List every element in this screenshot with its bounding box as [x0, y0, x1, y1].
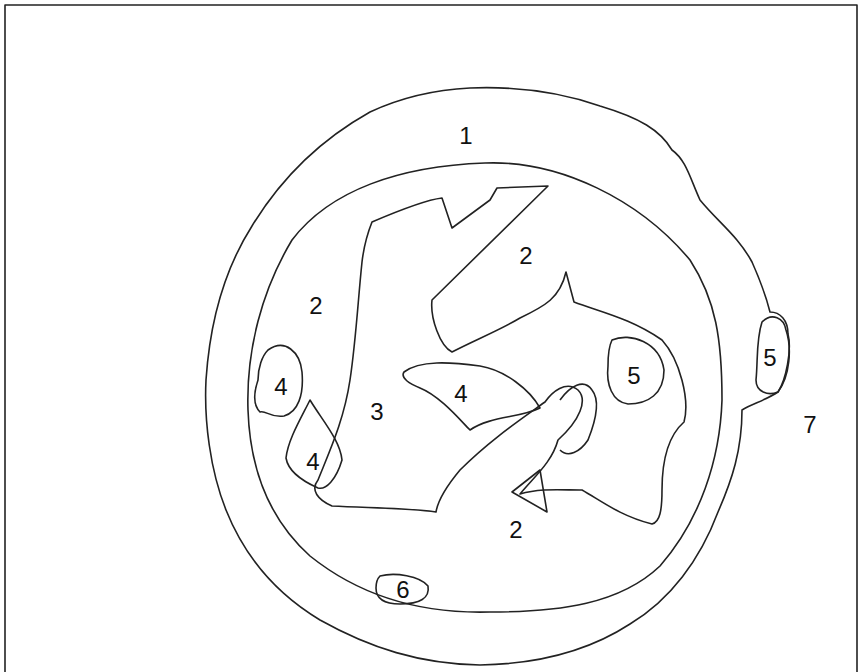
- callout-number: 5: [761, 345, 778, 371]
- callout-number: 4: [452, 381, 469, 407]
- callout-number: 4: [272, 374, 289, 400]
- callout-number: 3: [368, 399, 385, 425]
- region-4-left: [255, 346, 303, 417]
- callout-number: 4: [304, 449, 321, 475]
- callout-number: 1: [457, 123, 474, 149]
- callout-number: 2: [517, 243, 534, 269]
- central-region: [315, 186, 686, 524]
- callout-number: 6: [394, 577, 411, 603]
- projection: [560, 384, 596, 453]
- region-6: [376, 574, 428, 604]
- outer-outline: [206, 88, 790, 665]
- callout-number: 5: [625, 363, 642, 389]
- triangle-region: [512, 470, 547, 512]
- callout-number: 2: [307, 293, 324, 319]
- callout-number: 2: [507, 517, 524, 543]
- inner-outline: [248, 163, 722, 612]
- region-5-inner: [608, 337, 664, 404]
- frame: [5, 5, 857, 672]
- region-5-outer: [756, 317, 789, 394]
- region-4-lower: [286, 400, 342, 488]
- region-4-center: [403, 363, 540, 430]
- callout-number: 7: [801, 412, 818, 438]
